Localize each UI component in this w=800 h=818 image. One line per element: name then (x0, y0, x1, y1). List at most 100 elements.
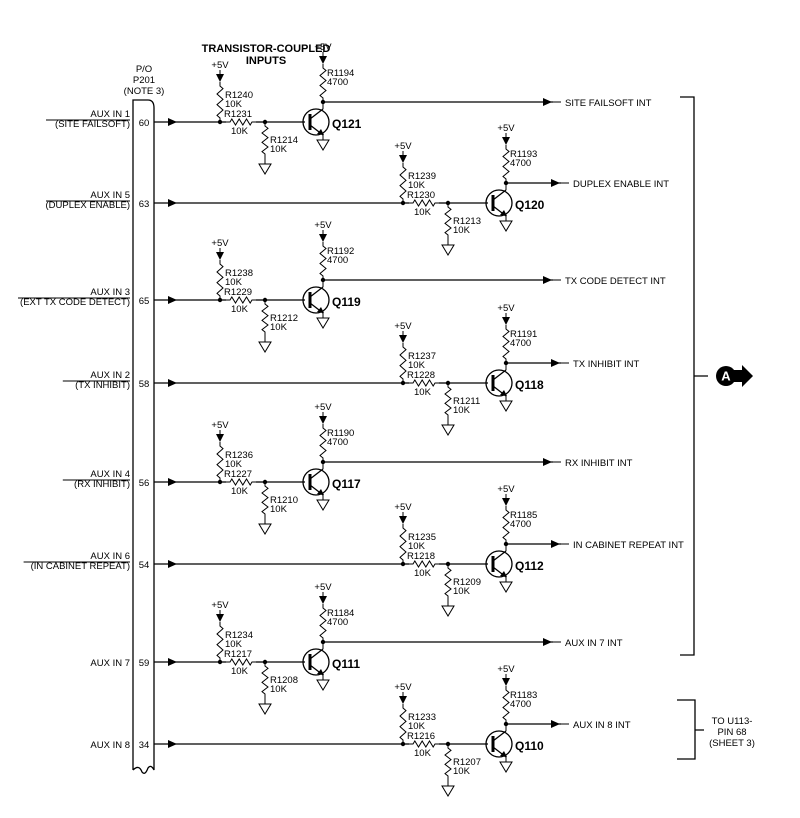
ground-icon (258, 523, 272, 535)
connector-pin-number: 54 (139, 560, 150, 571)
pulldown-resistor-ref: R1207 (453, 757, 481, 768)
collector-resistor-value: 4700 (327, 255, 348, 266)
input-description-label: (DUPLEX ENABLE) (46, 200, 130, 211)
collector-resistor (502, 506, 510, 544)
ground-icon (441, 424, 455, 436)
collector-resistor-ref: R1193 (510, 149, 537, 160)
series-resistor-value: 10K (231, 486, 249, 497)
pullup-resistor-ref: R1237 (408, 351, 436, 362)
pulldown-resistor (444, 203, 452, 239)
pulldown-resistor (261, 122, 269, 158)
transistor-ref: Q120 (515, 198, 545, 212)
series-resistor-ref: R1227 (224, 469, 252, 480)
input-channel: AUX IN 4(RX INHIBIT)56+5VR123610KR122710… (62, 402, 633, 535)
pullup-resistor (216, 442, 224, 482)
pulldown-resistor-value: 10K (453, 586, 471, 597)
pullup-resistor (399, 704, 407, 744)
input-channel: AUX IN 3(EXT TX CODE DETECT)65+5VR123810… (18, 220, 666, 353)
npn-transistor-icon (302, 286, 330, 314)
collector-resistor-value: 4700 (327, 77, 348, 88)
collector-resistor-ref: R1185 (510, 510, 537, 521)
bus-connector-label: A (721, 369, 731, 384)
collector-resistor-value: 4700 (510, 519, 531, 530)
output-signal-label: AUX IN 7 INT (565, 638, 623, 649)
input-name-label: AUX IN 8 (90, 740, 130, 751)
pulldown-resistor (261, 482, 269, 518)
pullup-resistor-ref: R1239 (408, 171, 436, 182)
signal-arrow-icon (168, 478, 177, 486)
input-channel: AUX IN 5(DUPLEX ENABLE)63+5VR123910KR123… (46, 123, 669, 256)
series-resistor (226, 478, 256, 486)
ground-icon (258, 703, 272, 715)
collector-resistor-ref: R1184 (327, 608, 354, 619)
supply-arrow-icon (216, 434, 224, 442)
supply-arrow-icon (399, 516, 407, 524)
input-name-label: AUX IN 3 (90, 287, 130, 298)
pulldown-resistor-ref: R1213 (453, 216, 481, 227)
signal-arrow-icon (168, 199, 177, 207)
connector-pin-number: 58 (139, 379, 150, 390)
collector-resistor-ref: R1190 (327, 428, 354, 439)
input-name-label: AUX IN 5 (90, 190, 130, 201)
supply-arrow-icon (502, 498, 510, 506)
supply-label: +5V (314, 402, 332, 413)
output-signal-label: RX INHIBIT INT (565, 458, 633, 469)
pulldown-resistor-ref: R1208 (270, 675, 298, 686)
pullup-resistor-ref: R1233 (408, 712, 436, 723)
collector-resistor (502, 145, 510, 183)
connector-pin-number: 59 (139, 658, 150, 669)
npn-transistor-icon (485, 550, 513, 578)
pullup-resistor-value: 10K (408, 721, 426, 732)
ground-icon (441, 244, 455, 256)
pullup-resistor-value: 10K (225, 639, 243, 650)
supply-label: +5V (497, 484, 515, 495)
signal-arrow-icon (168, 118, 177, 126)
series-resistor-value: 10K (414, 568, 432, 579)
connector-pin-number: 56 (139, 478, 150, 489)
pullup-resistor-ref: R1240 (225, 90, 253, 101)
pullup-resistor (216, 82, 224, 122)
collector-resistor-value: 4700 (510, 699, 531, 710)
input-name-label: AUX IN 4 (90, 469, 130, 480)
supply-arrow-icon (216, 74, 224, 82)
input-channel: AUX IN 2(TX INHIBIT)58+5VR123710KR122810… (62, 303, 640, 436)
output-arrow-icon (543, 276, 552, 284)
ground-icon (499, 220, 513, 232)
destination-bracket (677, 699, 704, 760)
collector-resistor-value: 4700 (327, 617, 348, 628)
output-signal-label: IN CABINET REPEAT INT (573, 540, 684, 551)
pulldown-resistor-ref: R1209 (453, 577, 481, 588)
bus-connector-a: A (716, 365, 753, 387)
input-name-label: AUX IN 2 (90, 370, 130, 381)
connector-label-3: (NOTE 3) (124, 86, 165, 97)
series-resistor-value: 10K (231, 304, 249, 315)
supply-arrow-icon (319, 416, 327, 424)
pulldown-resistor (444, 564, 452, 600)
supply-label: +5V (497, 664, 515, 675)
signal-arrow-icon (168, 740, 177, 748)
ground-icon (499, 761, 513, 773)
pullup-resistor-ref: R1238 (225, 268, 253, 279)
series-resistor-value: 10K (414, 387, 432, 398)
connector-pin-number: 65 (139, 296, 150, 307)
series-resistor (409, 740, 439, 748)
supply-arrow-icon (319, 56, 327, 64)
ground-icon (316, 317, 330, 329)
npn-transistor-icon (302, 648, 330, 676)
series-resistor-value: 10K (414, 207, 432, 218)
transistor-ref: Q110 (515, 739, 544, 753)
ground-icon (499, 581, 513, 593)
pullup-resistor-value: 10K (225, 99, 243, 110)
supply-arrow-icon (502, 137, 510, 145)
input-description-label: (IN CABINET REPEAT) (31, 561, 130, 572)
ground-icon (499, 400, 513, 412)
output-arrow-icon (551, 720, 560, 728)
transistor-ref: Q117 (332, 477, 361, 491)
pullup-resistor-value: 10K (225, 459, 243, 470)
supply-label: +5V (211, 420, 229, 431)
collector-resistor (502, 325, 510, 363)
pulldown-resistor (261, 300, 269, 336)
collector-resistor-value: 4700 (510, 158, 531, 169)
pullup-resistor-value: 10K (408, 180, 426, 191)
